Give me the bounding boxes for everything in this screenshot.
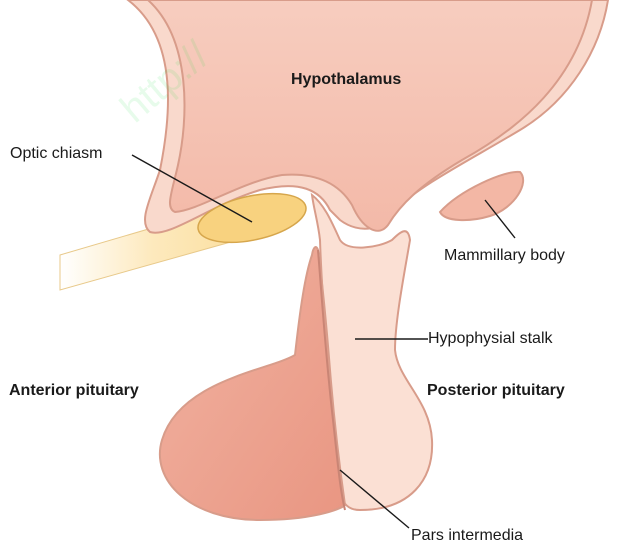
anterior-pituitary-shape [160, 247, 345, 520]
label-pars-intermedia: Pars intermedia [411, 528, 523, 543]
mammillary-body-shape [440, 172, 523, 220]
label-hypophysial-stalk: Hypophysial stalk [428, 331, 553, 347]
hypothalamus-region [148, 0, 592, 231]
label-mammillary-body: Mammillary body [444, 248, 565, 264]
label-posterior-pituitary: Posterior pituitary [427, 383, 565, 399]
label-anterior-pituitary: Anterior pituitary [9, 383, 139, 399]
label-optic-chiasm: Optic chiasm [10, 146, 102, 162]
label-hypothalamus: Hypothalamus [291, 72, 401, 88]
